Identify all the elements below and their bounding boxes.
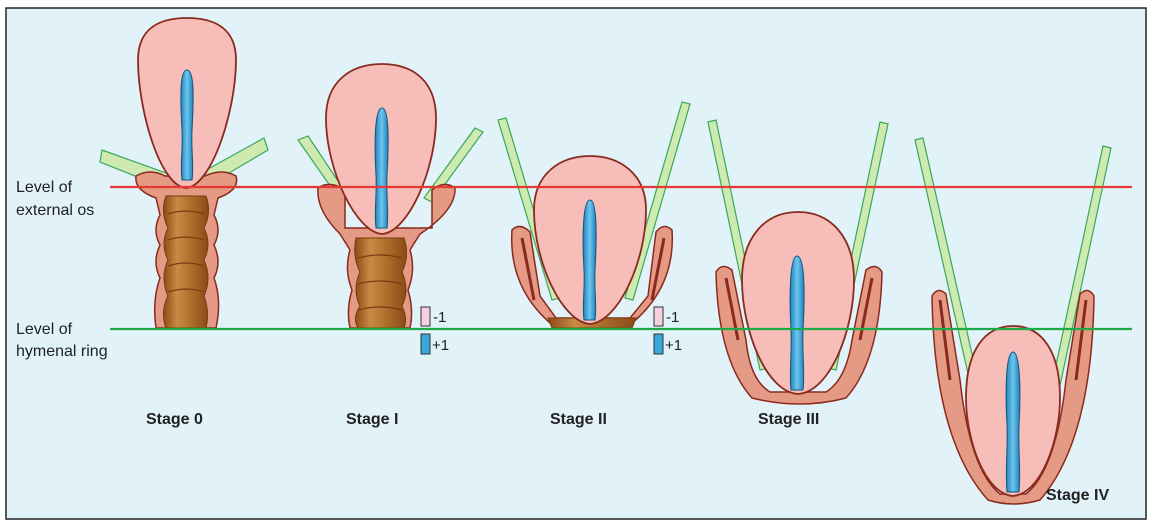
minus-one-label: -1 bbox=[666, 309, 679, 326]
minus-one-label: -1 bbox=[433, 309, 446, 326]
hymenal-ring-label-line1: Level of bbox=[16, 321, 73, 338]
external-os-label-line2: external os bbox=[16, 202, 94, 219]
stage-1-label: Stage I bbox=[346, 411, 398, 428]
plus-one-marker bbox=[654, 334, 663, 354]
plus-one-label: +1 bbox=[665, 337, 682, 354]
stage-3-label: Stage III bbox=[758, 411, 819, 428]
external-os-label-line1: Level of bbox=[16, 179, 73, 196]
stage-0-label: Stage 0 bbox=[146, 411, 203, 428]
stage-4-label: Stage IV bbox=[1046, 487, 1109, 504]
minus-one-marker bbox=[421, 307, 430, 326]
plus-one-marker bbox=[421, 334, 430, 354]
plus-one-label: +1 bbox=[432, 337, 449, 354]
hymenal-ring-label-line2: hymenal ring bbox=[16, 343, 108, 360]
stage-2-label: Stage II bbox=[550, 411, 607, 428]
minus-one-marker bbox=[654, 307, 663, 326]
